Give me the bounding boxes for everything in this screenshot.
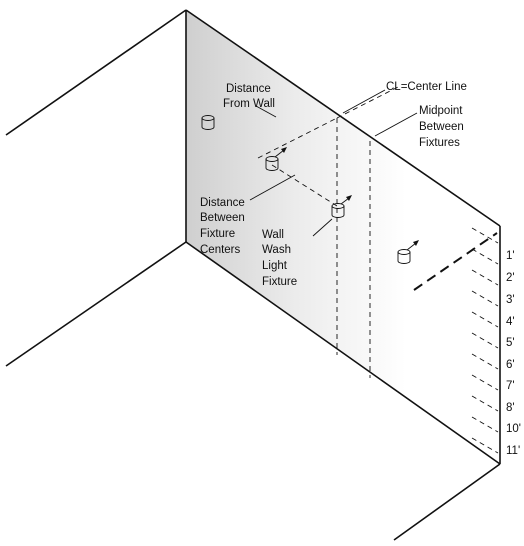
label-distance-from-wall: Distance From Wall	[223, 83, 275, 110]
room-edges	[5, 9, 501, 541]
foot-labels: 1' 2' 3' 4' 5' 6' 7' 8' 10' 11'	[506, 250, 521, 457]
leader-midpoint	[374, 112, 418, 137]
ceiling-centerline-guide	[336, 85, 401, 119]
foot-label: 5'	[506, 337, 515, 349]
foot-label: 4'	[506, 316, 515, 328]
foot-label: 8'	[506, 402, 515, 414]
foot-label: 11'	[506, 445, 520, 457]
leader-distance-between	[249, 174, 296, 201]
label-midpoint: Midpoint Between Fixtures	[419, 105, 467, 149]
label-center-line: CL=Center Line	[386, 81, 467, 93]
foot-label: 2'	[506, 272, 515, 284]
wash-throw-line	[413, 232, 498, 291]
distance-between-guide	[271, 164, 338, 207]
distance-from-wall-guide	[257, 117, 338, 159]
leader-distance-from-wall	[255, 105, 277, 118]
light-fixture-icon	[201, 115, 215, 130]
label-wall-wash: Wall Wash Light Fixture	[262, 229, 297, 288]
foot-label: 3'	[506, 294, 515, 306]
foot-label: 6'	[506, 359, 515, 371]
light-fixture-icon	[397, 240, 419, 264]
foot-label: 1'	[506, 250, 515, 262]
foot-label: 7'	[506, 380, 515, 392]
foot-label: 10'	[506, 423, 521, 435]
leader-wall-wash	[312, 218, 333, 237]
leader-center-line	[342, 89, 386, 114]
light-fixture-icon	[265, 147, 287, 171]
wall-face	[186, 10, 500, 464]
light-fixture-icon	[331, 195, 352, 218]
label-distance-between: Distance Between Fixture Centers	[200, 197, 248, 256]
